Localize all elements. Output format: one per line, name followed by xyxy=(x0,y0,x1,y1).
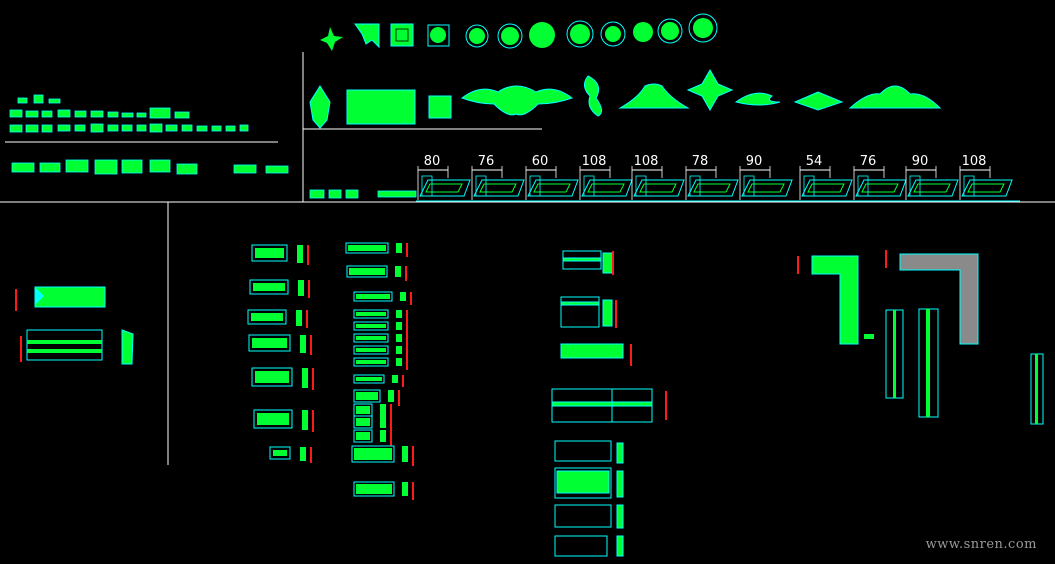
moulding-strip xyxy=(248,334,312,355)
rosette-8 xyxy=(688,13,718,43)
cartouche-ornament xyxy=(460,85,574,116)
moulding-strip xyxy=(353,429,392,446)
moulding-strip xyxy=(249,279,310,298)
dimension-label: 108 xyxy=(634,154,659,169)
dimensioned-profile: 76 xyxy=(853,154,907,200)
rhombus-ornament xyxy=(793,91,844,111)
moulding-strip xyxy=(353,403,392,420)
corner-ornament xyxy=(354,23,380,49)
moulding-strip xyxy=(269,446,312,463)
crest-ornament xyxy=(618,83,690,109)
rosette-4 xyxy=(566,20,594,48)
dimension-label: 76 xyxy=(860,154,877,169)
dimensioned-profile: 76 xyxy=(471,154,525,200)
dimensioned-profile-row: 80 76 60 108 108 78 90 54 76 90 108 xyxy=(416,154,1020,202)
rosette-2 xyxy=(497,23,523,49)
rosette-5 xyxy=(600,21,626,47)
dimension-label: 54 xyxy=(806,154,823,169)
frieze-band xyxy=(34,286,106,308)
dimension-tick-2 xyxy=(20,336,22,362)
moulding-strip xyxy=(353,415,392,432)
moulding-strip xyxy=(353,291,412,305)
moulding-column-2 xyxy=(345,242,414,500)
diamond-rosette xyxy=(686,68,734,112)
leaf-garland xyxy=(734,92,781,106)
moulding-strip xyxy=(253,409,314,432)
dimension-label: 90 xyxy=(912,154,929,169)
moulding-strip xyxy=(351,445,414,466)
moulding-strip xyxy=(353,389,400,406)
crown-ornament xyxy=(848,85,942,109)
frame-lines xyxy=(0,52,1055,465)
dimensioned-profile: 90 xyxy=(905,154,959,200)
moulding-strip xyxy=(353,333,408,346)
dimensioned-profile: 78 xyxy=(685,154,739,200)
mini-profile-rows xyxy=(9,94,417,199)
ornament-row xyxy=(309,68,942,129)
dimensioned-profile: 60 xyxy=(525,154,579,200)
rosette-1 xyxy=(465,24,489,48)
cornice-band xyxy=(26,329,103,361)
cornice-profile xyxy=(121,329,134,365)
dimensioned-profile: 80 xyxy=(417,154,471,200)
moulding-strip xyxy=(353,309,408,322)
rosette-3 xyxy=(529,22,555,48)
moulding-strip xyxy=(247,309,308,328)
square-medallion xyxy=(390,23,414,47)
corner-mouldings xyxy=(797,250,1044,425)
rosette-row xyxy=(320,13,718,51)
star-ornament xyxy=(320,27,343,51)
moulding-strip xyxy=(353,357,408,370)
dimension-tick xyxy=(15,289,17,311)
dimension-label: 90 xyxy=(746,154,763,169)
dimension-label: 78 xyxy=(692,154,709,169)
carved-panel xyxy=(346,89,416,125)
moulding-strip xyxy=(346,265,407,281)
watermark-text: www.snren.com xyxy=(925,537,1037,552)
dimension-label: 108 xyxy=(962,154,987,169)
scroll-ornament xyxy=(584,75,602,117)
moulding-column-1 xyxy=(247,244,314,463)
moulding-strip xyxy=(345,242,408,257)
square-rosette-panel xyxy=(428,95,452,119)
dimension-label: 80 xyxy=(424,154,441,169)
dimensioned-profile: 54 xyxy=(799,154,853,200)
dimension-label: 60 xyxy=(532,154,549,169)
pendant-ornament xyxy=(309,85,331,129)
dimensioned-profile: 108 xyxy=(631,154,685,200)
square-medallion-2 xyxy=(427,24,450,47)
left-mouldings xyxy=(15,286,134,365)
dimensioned-profile: 90 xyxy=(739,154,793,200)
dimension-label: 108 xyxy=(582,154,607,169)
moulding-column-3 xyxy=(551,250,667,557)
moulding-strip xyxy=(251,367,314,390)
dimensioned-profile: 108 xyxy=(579,154,633,200)
moulding-strip xyxy=(353,345,408,358)
dimensioned-profile: 108 xyxy=(959,154,1013,200)
moulding-strip xyxy=(353,374,404,387)
moulding-strip xyxy=(353,481,414,500)
moulding-strip xyxy=(353,321,408,334)
moulding-strip xyxy=(251,244,309,265)
rosette-6 xyxy=(633,22,653,42)
dimension-label: 76 xyxy=(478,154,495,169)
rosette-7 xyxy=(657,18,683,44)
